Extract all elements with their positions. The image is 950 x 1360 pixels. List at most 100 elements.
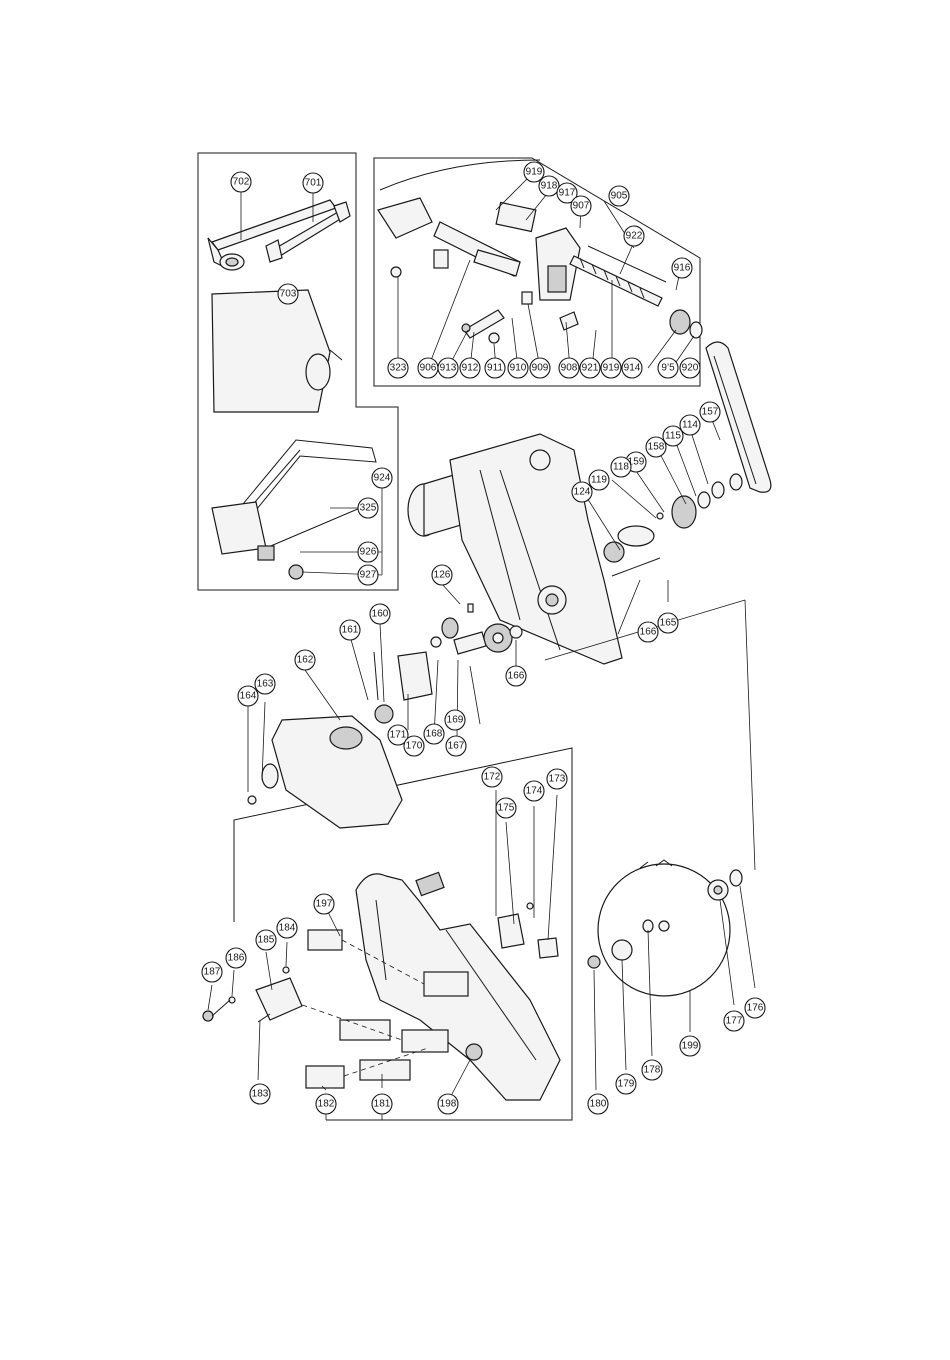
callout-169: 169 [445,710,465,730]
svg-text:199: 199 [682,1041,699,1052]
callout-184: 184 [277,918,297,938]
callout-907: 907 [571,196,591,216]
svg-text:166: 166 [640,627,657,638]
callout-163: 163 [255,674,275,694]
callout-175: 175 [496,798,516,818]
svg-text:181: 181 [374,1099,391,1110]
callout-922: 922 [624,226,644,246]
svg-text:177: 177 [726,1016,743,1027]
callout-173: 173 [547,769,567,789]
svg-text:323: 323 [390,363,407,374]
svg-text:907: 907 [573,201,590,212]
svg-text:185: 185 [258,935,275,946]
callout-115: 115 [663,426,683,446]
callout-180: 180 [588,1094,608,1114]
svg-text:165: 165 [660,618,677,629]
svg-text:910: 910 [510,363,527,374]
svg-text:119: 119 [591,475,607,486]
svg-text:187: 187 [204,967,221,978]
holder-frame-drawing [212,440,376,579]
svg-text:927: 927 [360,570,377,581]
svg-text:162: 162 [297,655,314,666]
svg-text:157: 157 [702,407,719,418]
svg-text:909: 909 [532,363,549,374]
svg-text:186: 186 [228,953,245,964]
callout-905: 905 [609,186,629,206]
svg-text:174: 174 [526,786,543,797]
svg-text:169: 169 [447,715,464,726]
callout-164: 164 [238,686,258,706]
callout-166-upper: 166 [638,622,658,642]
svg-text:173: 173 [549,774,566,785]
callout-182: 182 [316,1094,336,1114]
callout-701: 701 [303,173,323,193]
callout-919: 919 [524,162,544,182]
callout-170: 170 [404,736,424,756]
callout-174: 174 [524,781,544,801]
callout-911: 911 [485,358,505,378]
callout-165: 165 [658,613,678,633]
callout-916: 916 [672,258,692,278]
svg-text:914: 914 [624,363,641,374]
callout-915: 9’5 [658,358,678,378]
svg-text:171: 171 [390,730,407,741]
callout-909: 909 [530,358,550,378]
svg-text:166: 166 [508,671,525,682]
svg-text:905: 905 [611,191,628,202]
svg-text:182: 182 [318,1099,335,1110]
svg-text:184: 184 [279,923,296,934]
callout-181: 181 [372,1094,392,1114]
callout-157: 157 [700,402,720,422]
guard-cover-drawing [248,716,402,828]
svg-text:175: 175 [498,803,515,814]
svg-text:114: 114 [682,420,698,431]
callout-919-lower: 919 [601,358,621,378]
callout-168: 168 [424,724,444,744]
callout-124: 124 [572,482,592,502]
svg-text:167: 167 [448,741,465,752]
callout-918: 918 [539,176,559,196]
callout-926: 926 [358,542,378,562]
callout-199: 199 [680,1036,700,1056]
callout-323: 323 [388,358,408,378]
callout-197: 197 [314,894,334,914]
callout-178: 178 [642,1060,662,1080]
svg-text:701: 701 [305,178,322,189]
callout-914: 914 [622,358,642,378]
callout-908: 908 [559,358,579,378]
callout-158: 158 [646,437,666,457]
callout-172: 172 [482,767,502,787]
svg-text:919: 919 [526,167,543,178]
callout-913: 913 [438,358,458,378]
svg-text:702: 702 [233,177,250,188]
svg-text:918: 918 [541,181,558,192]
callout-167: 167 [446,736,466,756]
saw-blade-drawing [598,860,730,996]
callout-126: 126 [432,565,452,585]
callout-118: 118 [611,457,631,477]
svg-text:160: 160 [372,609,389,620]
callout-176: 176 [745,998,765,1018]
callout-912: 912 [460,358,480,378]
callout-162: 162 [295,650,315,670]
callout-702: 702 [231,172,251,192]
callout-177: 177 [724,1011,744,1031]
callout-325: 325 [358,498,378,518]
callout-187: 187 [202,962,222,982]
callout-198: 198 [438,1094,458,1114]
callout-166-lower: 166 [506,666,526,686]
callout-927: 927 [358,565,378,585]
svg-text:180: 180 [590,1099,607,1110]
svg-text:170: 170 [406,741,423,752]
knob-parts-drawing [391,267,532,343]
callout-920: 920 [680,358,700,378]
dust-bag-drawing [212,290,342,412]
callout-924: 924 [372,468,392,488]
svg-text:178: 178 [644,1065,661,1076]
svg-text:183: 183 [252,1089,269,1100]
callout-185: 185 [256,930,276,950]
callout-703: 703 [278,284,298,304]
callout-183: 183 [250,1084,270,1104]
gear-case-drawing [450,434,622,664]
